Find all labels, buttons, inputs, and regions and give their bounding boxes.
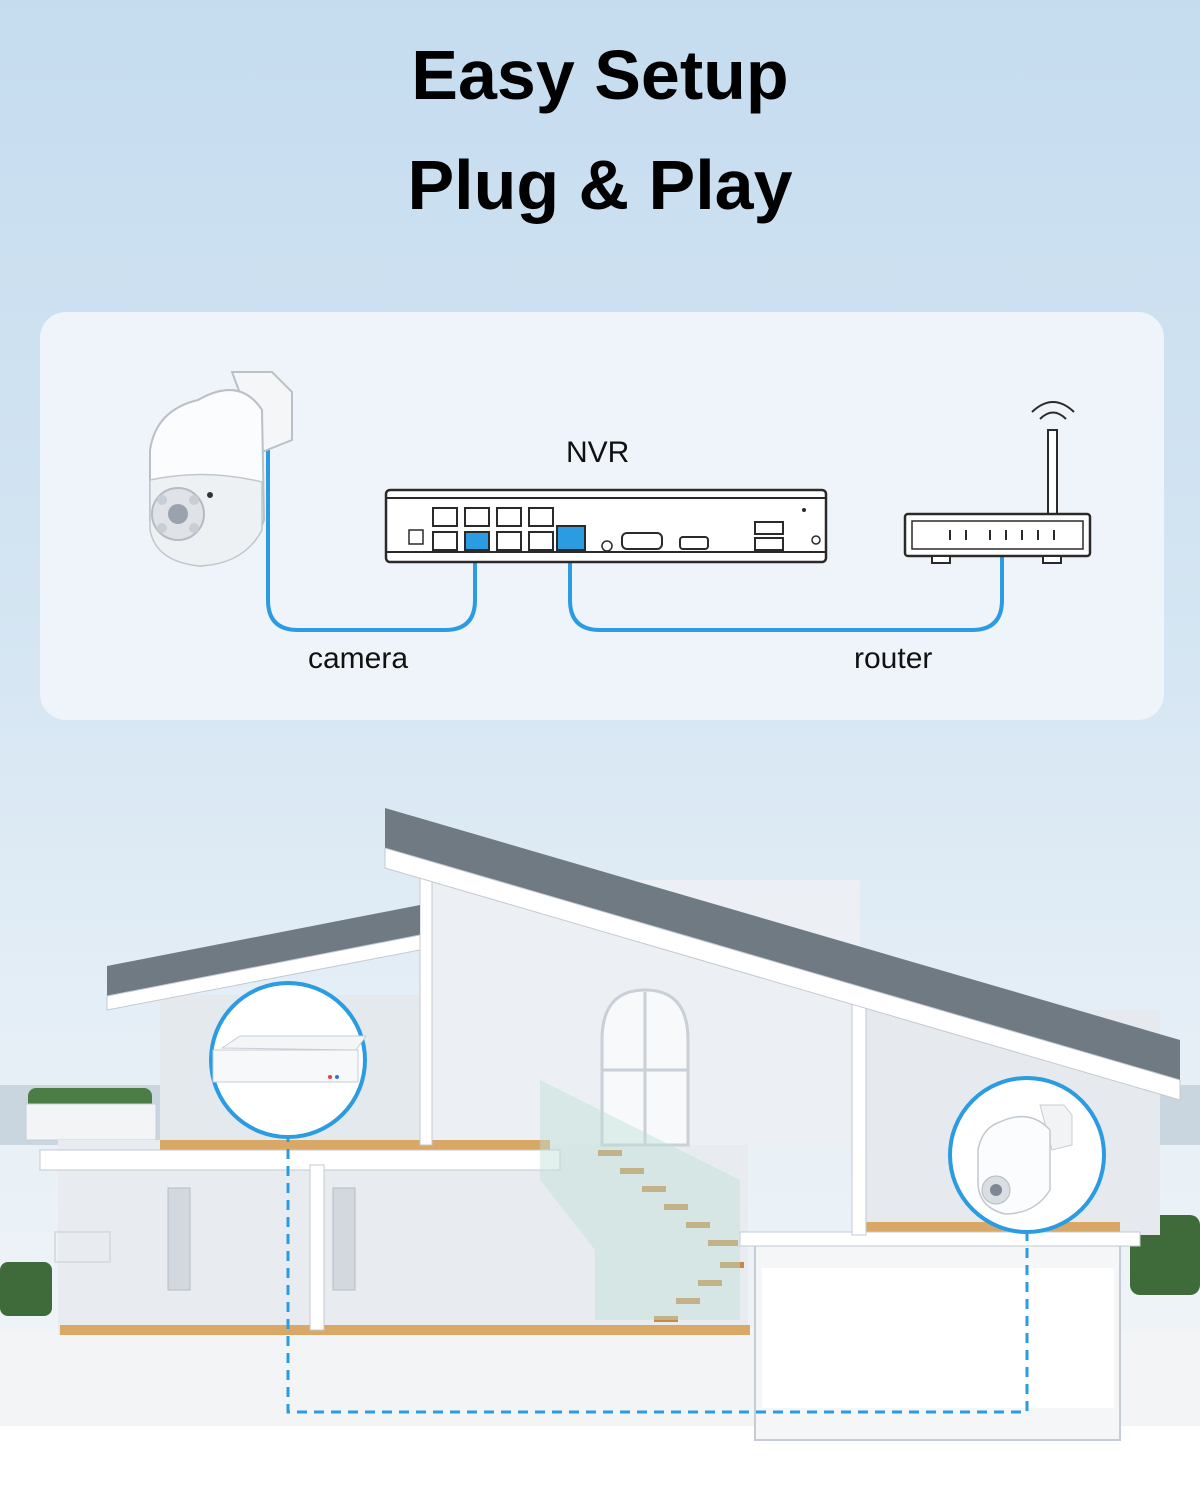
ptz-camera-icon: [149, 371, 293, 568]
camera-port: [464, 531, 490, 551]
floors: [39, 1140, 1141, 1335]
nvr-label: NVR: [566, 436, 630, 469]
hedge-left: [0, 1262, 52, 1316]
wifi-router-icon: [903, 429, 1092, 564]
hdmi-port: [679, 536, 709, 550]
staircase: [598, 1150, 744, 1322]
network-cable-route: [286, 1098, 1029, 1414]
vga-port: [621, 532, 663, 550]
router-label: router: [854, 642, 933, 675]
nvr-callout: [209, 981, 367, 1139]
title-line-1: Easy Setup: [411, 36, 789, 114]
router-cable: [568, 540, 1004, 632]
title-line-2: Plug & Play: [407, 146, 793, 224]
uplink-port: [556, 525, 586, 551]
wifi-signal-icon: [1031, 401, 1075, 420]
camera-cable: [266, 450, 477, 632]
camera-label: camera: [308, 642, 409, 675]
glass-railing: [540, 1080, 740, 1320]
roofs: [106, 808, 1181, 1101]
nvr-recorder-icon: [384, 488, 828, 564]
camera-callout: [948, 1076, 1106, 1234]
